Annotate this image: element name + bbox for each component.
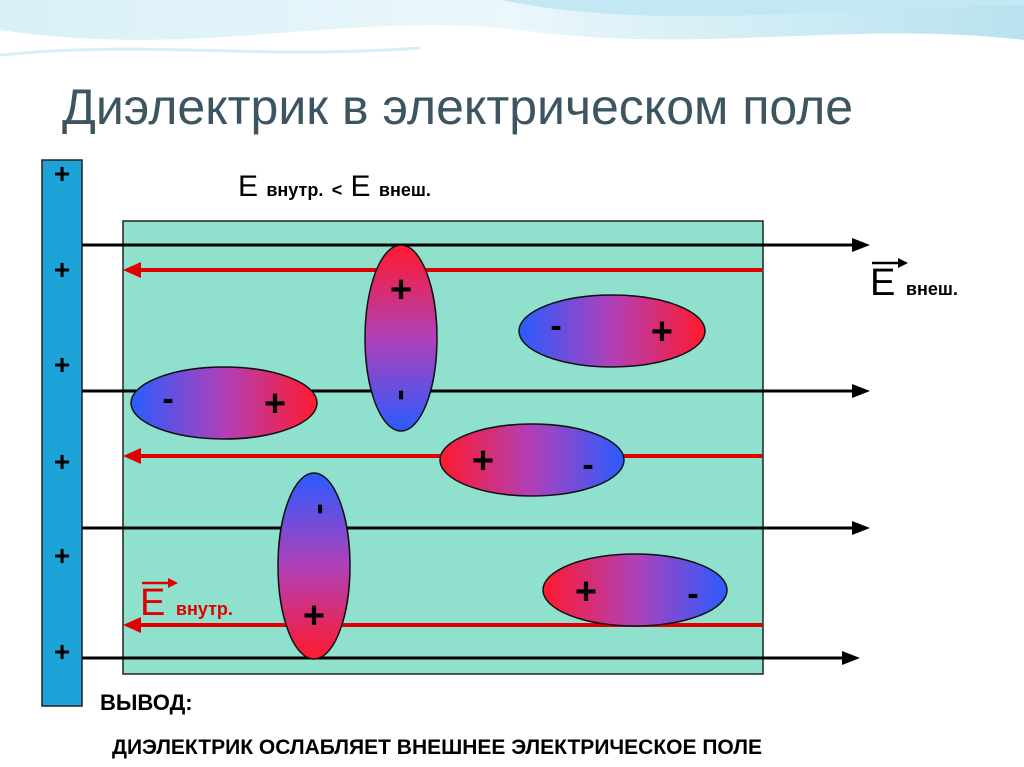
arrowhead <box>123 448 141 464</box>
dipole-1: - + <box>130 366 318 440</box>
plate-sign: + <box>53 254 71 285</box>
arrowhead <box>852 238 870 252</box>
dipole-negative-sign: - <box>384 389 422 400</box>
conclusion-text: ДИЭЛЕКТРИК ОСЛАБЛЯЕТ ВНЕШНЕЕ ЭЛЕКТРИЧЕСК… <box>112 736 762 759</box>
dipole-negative-sign: - <box>582 446 593 484</box>
conclusion-label: ВЫВОД: <box>100 690 193 715</box>
dipole-negative-sign: - <box>550 307 561 345</box>
internal-field-symbol: E <box>140 582 166 624</box>
dipole-positive-sign: + <box>303 595 325 637</box>
external-field-sub: внеш. <box>905 279 958 299</box>
dipole-positive-sign: + <box>472 440 494 482</box>
arrowhead <box>852 384 870 398</box>
internal-field-sub: внутр. <box>175 599 233 619</box>
relation-e2: E <box>350 170 371 203</box>
plate-sign: + <box>53 540 71 571</box>
vector-arrow-icon <box>142 578 178 588</box>
dipole-4: + - <box>542 553 728 627</box>
arrowhead <box>842 651 860 665</box>
relation-sub1: внутр. <box>266 180 324 200</box>
dipole-6: - + <box>277 472 351 660</box>
plate-sign: + <box>53 446 71 477</box>
dipole-2: - + <box>518 294 706 368</box>
dipole-3: + - <box>439 423 625 497</box>
dipole-positive-sign: + <box>651 311 673 353</box>
positive-plate <box>41 159 83 707</box>
plate-sign: + <box>53 349 71 380</box>
dipole-5: + - <box>364 244 438 432</box>
arrowhead <box>852 521 870 535</box>
vector-arrow-icon <box>872 258 908 268</box>
dipole-positive-sign: + <box>264 383 286 425</box>
dipole-positive-sign: + <box>390 269 412 311</box>
header-wave-decoration <box>0 0 1024 57</box>
dipole-negative-sign: - <box>687 575 698 613</box>
plate-sign: + <box>53 158 71 189</box>
page-title: Диэлектрик в электрическом поле <box>62 79 854 135</box>
plate-sign: + <box>53 636 71 667</box>
arrowhead <box>123 617 141 633</box>
field-relation: E внутр. < E внеш. <box>238 170 431 204</box>
arrowhead <box>123 262 141 278</box>
external-field-label: E внеш. <box>870 258 958 305</box>
relation-sub2: внеш. <box>378 180 431 200</box>
dipole-negative-sign: - <box>162 380 173 418</box>
relation-e1: E <box>238 170 259 203</box>
relation-operator: < <box>331 180 343 200</box>
external-field-symbol: E <box>870 262 896 304</box>
internal-field-label: E внутр. <box>140 578 233 625</box>
dipole-negative-sign: - <box>303 503 341 514</box>
dipole-positive-sign: + <box>575 571 597 613</box>
